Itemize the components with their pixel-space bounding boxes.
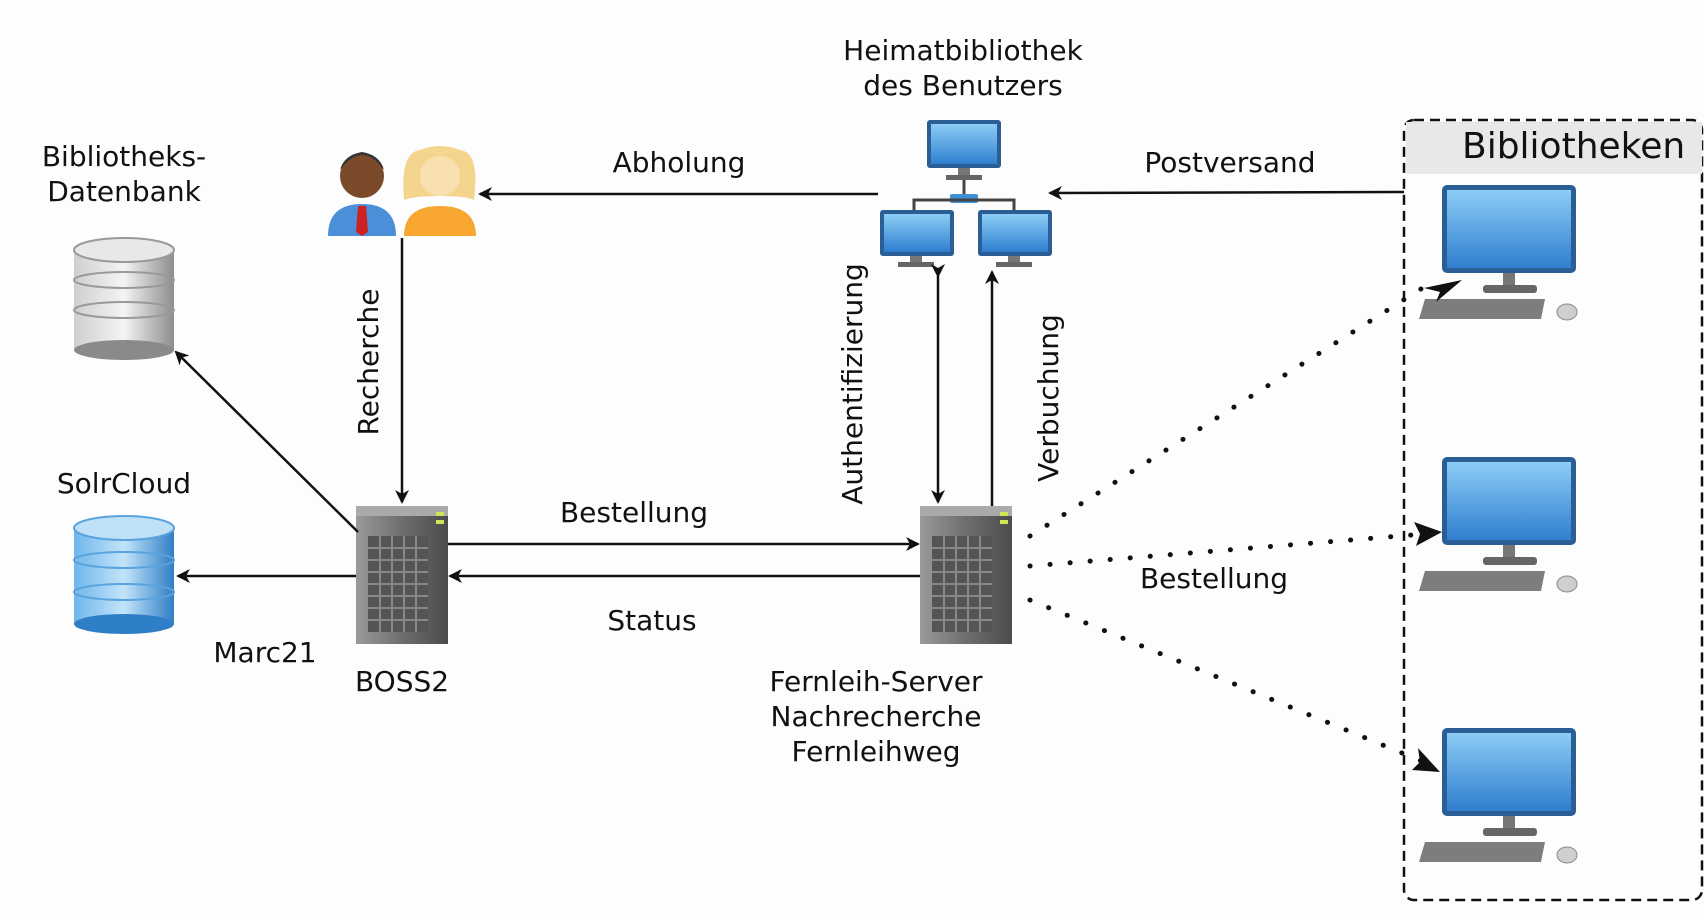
libraries-title: Bibliotheken: [1462, 126, 1685, 167]
edge-order-library-3: [1027, 597, 1427, 765]
solrcloud-label: SolrCloud: [57, 467, 191, 500]
library-computer-3: [1419, 728, 1578, 864]
library-db-label-line1: Bibliotheks-: [42, 140, 206, 173]
ill-server-label-line1: Fernleih-Server: [769, 665, 983, 698]
arrowhead-library-3: [1412, 748, 1440, 772]
boss2-server-icon: [356, 506, 448, 644]
edge-label-pickup: Abholung: [613, 146, 746, 179]
edge-label-booking: Verbuchung: [1032, 314, 1065, 482]
library-db-label-line2: Datenbank: [47, 175, 201, 208]
ill-server-label-line3: Fernleihweg: [792, 735, 961, 768]
solrcloud-database-icon: [73, 515, 175, 634]
edge-label-order: Bestellung: [560, 496, 708, 529]
boss2-label: BOSS2: [355, 665, 449, 698]
users-icon: [328, 146, 476, 236]
home-library-label-line2: des Benutzers: [863, 69, 1062, 102]
library-computer-2: [1419, 457, 1578, 593]
libraries-group: Bibliotheken: [1402, 118, 1704, 902]
edge-label-status: Status: [607, 604, 696, 637]
edge-label-auth: Authentifizierung: [836, 263, 869, 504]
library-database-icon: [73, 237, 175, 360]
edge-postal: [1048, 185, 1405, 200]
edge-label-search: Recherche: [352, 288, 385, 435]
ill-server-label-line2: Nachrecherche: [771, 700, 982, 733]
home-library-network-icon: [880, 120, 1052, 267]
edge-label-order-libraries: Bestellung: [1140, 562, 1288, 595]
home-library-label-line1: Heimatbibliothek: [843, 34, 1083, 67]
arrowhead-library-2: [1414, 522, 1442, 546]
library-computer-1: [1419, 185, 1578, 321]
ill-server-icon: [920, 506, 1012, 644]
edge-order-library-1: [1027, 279, 1435, 539]
edge-label-marc: Marc21: [213, 636, 316, 669]
edge-label-postal: Postversand: [1144, 146, 1315, 179]
edge-boss2-to-library-db: [174, 350, 359, 533]
arrowhead-library-1: [1424, 280, 1462, 302]
